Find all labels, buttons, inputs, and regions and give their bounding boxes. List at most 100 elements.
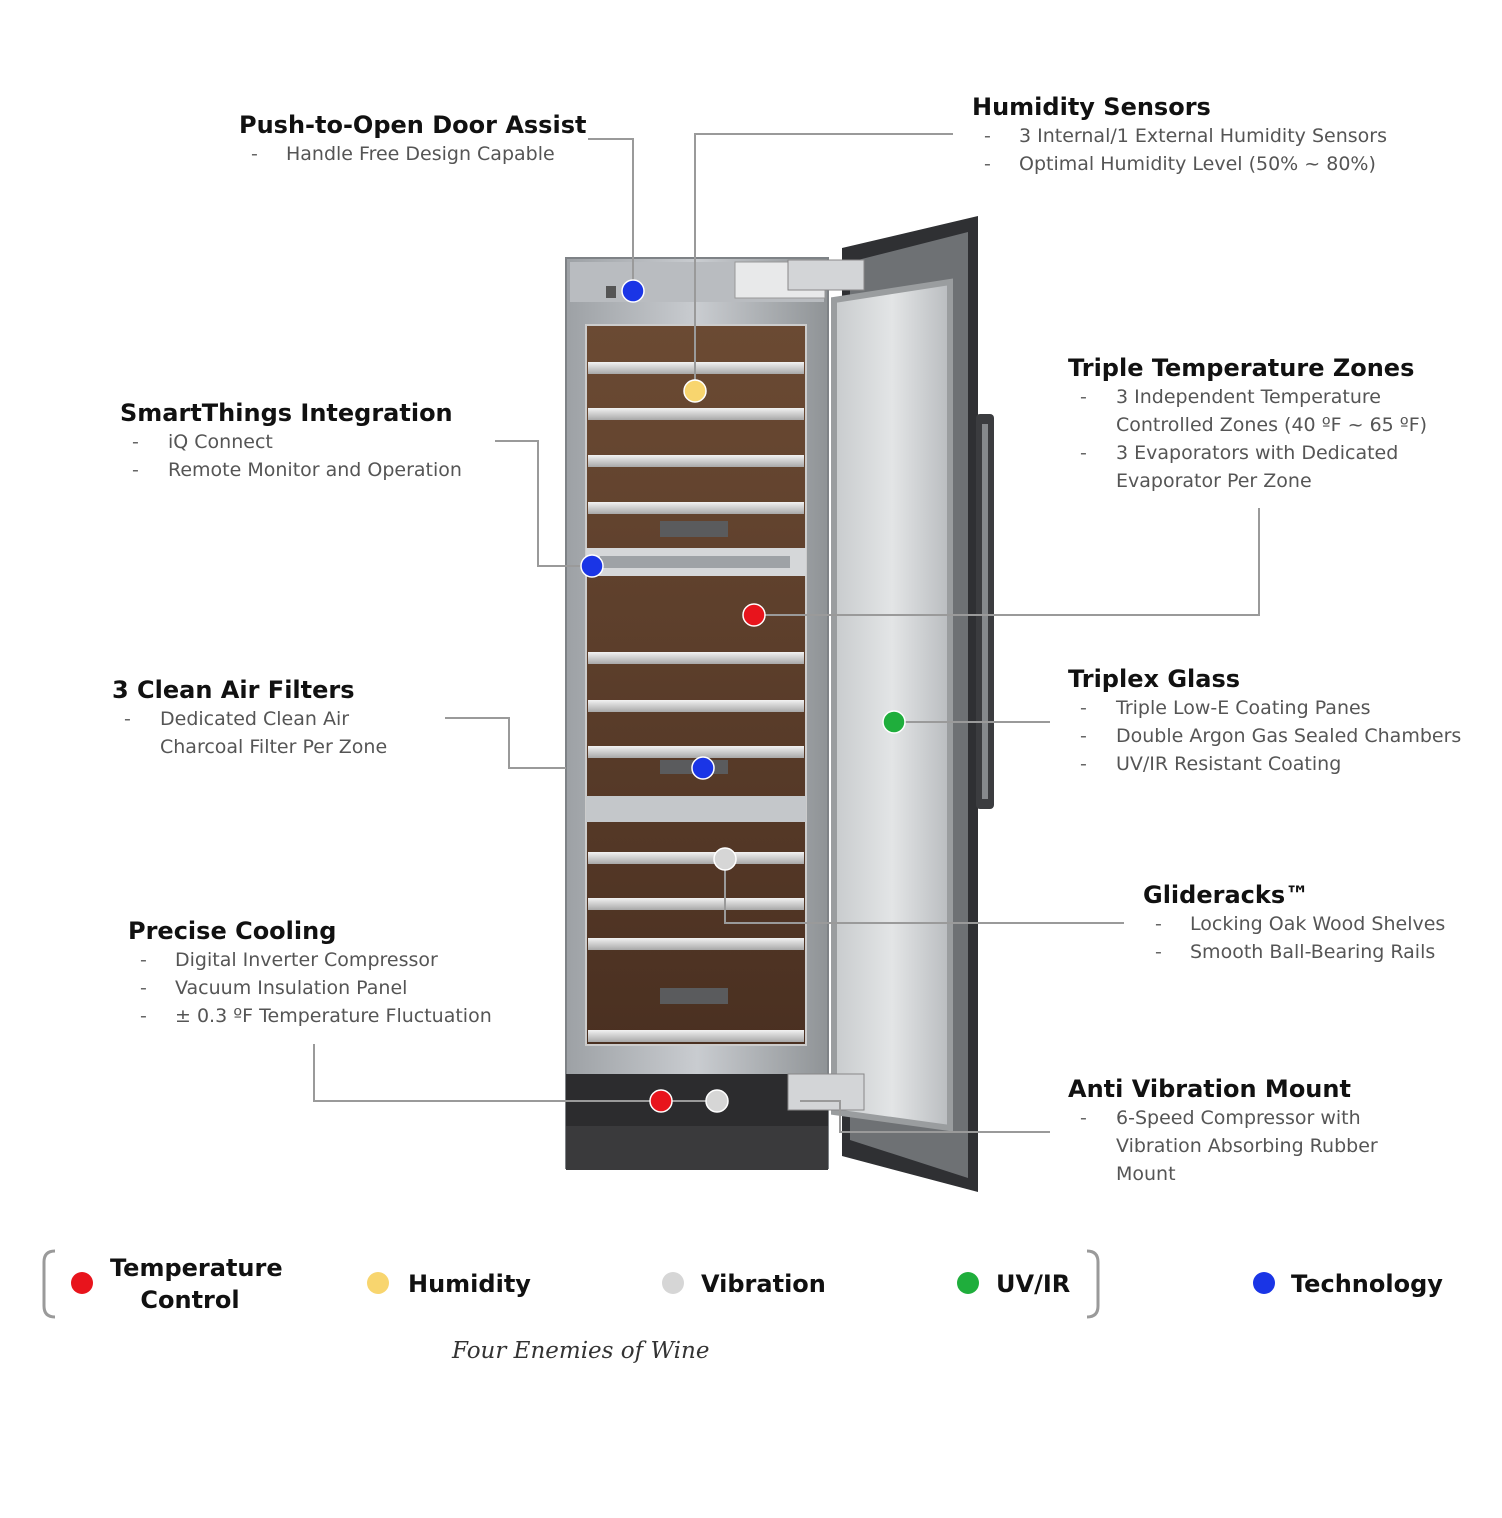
annotation-text: 3 Internal/1 External Humidity Sensors xyxy=(1019,125,1387,147)
wine-shelf xyxy=(588,652,804,664)
annotation-item: - Handle Free Design Capable xyxy=(251,140,586,168)
wine-shelf xyxy=(588,502,804,514)
humidity-dot-icon xyxy=(683,379,707,403)
annotation-item: - Smooth Ball-Bearing Rails xyxy=(1155,938,1445,966)
annotation-list: - 3 Internal/1 External Humidity Sensors… xyxy=(984,122,1387,178)
uvir-dot-icon xyxy=(882,710,906,734)
annotation-text: 3 Evaporators with Dedicated xyxy=(1116,442,1399,464)
annotation-item: - Locking Oak Wood Shelves xyxy=(1155,910,1445,938)
vibration-dot-icon xyxy=(713,847,737,871)
annotation-item: - iQ Connect xyxy=(132,428,462,456)
bullet-dash: - xyxy=(1080,1107,1087,1129)
annotation-list: - Dedicated Clean Air Charcoal Filter Pe… xyxy=(124,705,387,761)
annotation-text: Controlled Zones (40 ºF ~ 65 ºF) xyxy=(1116,414,1428,436)
annotation-item: - Vacuum Insulation Panel xyxy=(140,974,492,1002)
annotation-list: - Handle Free Design Capable xyxy=(251,140,586,168)
annotation-list: - 6-Speed Compressor with Vibration Abso… xyxy=(1080,1104,1378,1188)
annotation-title: Humidity Sensors xyxy=(972,93,1211,121)
technology-dot-icon xyxy=(621,279,645,303)
shelf-group xyxy=(588,362,804,1042)
annotation-text: ± 0.3 ºF Temperature Fluctuation xyxy=(175,1005,492,1027)
annotation-anti-vibration: Anti Vibration Mount - 6-Speed Compresso… xyxy=(1068,1074,1378,1188)
annotation-push-to-open: Push-to-Open Door Assist - Handle Free D… xyxy=(239,110,586,168)
annotation-text: Remote Monitor and Operation xyxy=(168,459,462,481)
wine-shelf xyxy=(588,938,804,950)
annotation-text: Evaporator Per Zone xyxy=(1116,470,1312,492)
annotation-title: Precise Cooling xyxy=(128,917,337,945)
annotation-text: Vacuum Insulation Panel xyxy=(175,977,408,999)
bullet-dash: - xyxy=(140,977,147,999)
annotation-text: Handle Free Design Capable xyxy=(286,143,555,165)
bullet-dash: - xyxy=(1080,386,1087,408)
bullet-dash: - xyxy=(124,708,131,730)
wine-shelf xyxy=(588,700,804,712)
annotation-item: - UV/IR Resistant Coating xyxy=(1080,750,1461,778)
annotation-item: - Triple Low-E Coating Panes xyxy=(1080,694,1461,722)
bullet-dash: - xyxy=(984,125,991,147)
annotation-text: Dedicated Clean Air xyxy=(160,708,350,730)
uvir-dot-icon xyxy=(957,1272,979,1294)
annotation-air-filters: 3 Clean Air Filters - Dedicated Clean Ai… xyxy=(112,675,387,761)
annotation-item: - 3 Evaporators with Dedicated Evaporato… xyxy=(1080,439,1427,495)
legend: Temperature Control Humidity Vibration U… xyxy=(71,1252,1443,1316)
annotation-item: - Dedicated Clean Air Charcoal Filter Pe… xyxy=(124,705,387,761)
bullet-dash: - xyxy=(251,143,258,165)
wine-shelf xyxy=(588,852,804,864)
annotation-text: Charcoal Filter Per Zone xyxy=(160,736,388,758)
legend-label-humidity: Humidity xyxy=(408,1270,531,1298)
wine-shelf xyxy=(588,455,804,467)
technology-dot-icon xyxy=(1253,1272,1275,1294)
bullet-dash: - xyxy=(984,153,991,175)
fridge-door xyxy=(787,216,994,1192)
legend-label-uvir: UV/IR xyxy=(996,1270,1071,1298)
annotation-text: Mount xyxy=(1116,1163,1176,1185)
annotation-item: - Double Argon Gas Sealed Chambers xyxy=(1080,722,1461,750)
annotation-text: Smooth Ball-Bearing Rails xyxy=(1190,941,1436,963)
annotation-text: 6-Speed Compressor with xyxy=(1116,1107,1361,1129)
annotation-list: - Locking Oak Wood Shelves - Smooth Ball… xyxy=(1155,910,1445,966)
annotation-item: - Digital Inverter Compressor xyxy=(140,946,492,974)
annotation-triplex-glass: Triplex Glass - Triple Low-E Coating Pan… xyxy=(1068,664,1461,778)
wine-shelf xyxy=(588,746,804,758)
technology-dot-icon xyxy=(580,554,604,578)
wine-shelf xyxy=(588,408,804,420)
legend-label-line: Control xyxy=(140,1286,240,1314)
annotation-item: - 6-Speed Compressor with Vibration Abso… xyxy=(1080,1104,1378,1188)
annotation-text: Optimal Humidity Level (50% ~ 80%) xyxy=(1019,153,1376,175)
legend-label-temperature: Temperature Control xyxy=(110,1252,283,1316)
annotation-precise-cooling: Precise Cooling - Digital Inverter Compr… xyxy=(128,916,492,1030)
bullet-dash: - xyxy=(1080,442,1087,464)
annotation-title: 3 Clean Air Filters xyxy=(112,676,355,704)
bullet-dash: - xyxy=(132,431,139,453)
annotation-list: - 3 Independent Temperature Controlled Z… xyxy=(1080,383,1427,495)
annotation-title: Push-to-Open Door Assist xyxy=(239,111,587,139)
annotation-title: SmartThings Integration xyxy=(120,399,453,427)
annotation-triple-zones: Triple Temperature Zones - 3 Independent… xyxy=(1068,353,1427,495)
bullet-dash: - xyxy=(140,1005,147,1027)
bullet-dash: - xyxy=(1080,725,1087,747)
temperature-dot-icon xyxy=(71,1272,93,1294)
bullet-dash: - xyxy=(1080,697,1087,719)
bullet-dash: - xyxy=(1155,913,1162,935)
annotation-item: - 3 Internal/1 External Humidity Sensors xyxy=(984,122,1387,150)
bullet-dash: - xyxy=(132,459,139,481)
annotation-list: - iQ Connect - Remote Monitor and Operat… xyxy=(132,428,462,484)
wine-shelf xyxy=(588,1030,804,1042)
annotation-title: Glideracks™ xyxy=(1143,881,1310,909)
legend-bracket xyxy=(42,1249,1100,1319)
annotation-title: Triplex Glass xyxy=(1068,665,1241,693)
annotation-humidity-sensors: Humidity Sensors - 3 Internal/1 External… xyxy=(972,92,1387,178)
annotation-list: - Triple Low-E Coating Panes - Double Ar… xyxy=(1080,694,1461,778)
annotation-text: Digital Inverter Compressor xyxy=(175,949,438,971)
temperature-dot-icon xyxy=(649,1089,673,1113)
annotation-title: Anti Vibration Mount xyxy=(1068,1075,1351,1103)
bullet-dash: - xyxy=(1155,941,1162,963)
temperature-dot-icon xyxy=(742,603,766,627)
technology-dot-icon xyxy=(691,756,715,780)
vibration-dot-icon xyxy=(662,1272,684,1294)
legend-label-line: Temperature xyxy=(110,1254,283,1282)
annotation-text: 3 Independent Temperature xyxy=(1116,386,1381,408)
annotation-item: - ± 0.3 ºF Temperature Fluctuation xyxy=(140,1002,492,1030)
annotation-text: Vibration Absorbing Rubber xyxy=(1116,1135,1378,1157)
